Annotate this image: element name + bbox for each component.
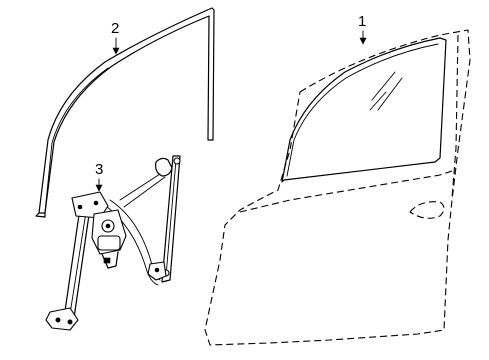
callout-3: 3 bbox=[95, 161, 103, 192]
callout-2: 2 bbox=[111, 20, 120, 55]
callout-1: 1 bbox=[358, 13, 367, 45]
regulator-motor bbox=[91, 209, 127, 269]
door-glass[interactable] bbox=[281, 37, 447, 183]
glass-run-channel[interactable] bbox=[35, 7, 215, 218]
window-regulator-assembly[interactable] bbox=[45, 155, 181, 331]
door-outline bbox=[204, 29, 471, 346]
callout-3-label: 3 bbox=[95, 161, 103, 178]
callout-1-label: 1 bbox=[358, 13, 366, 30]
callout-2-label: 2 bbox=[111, 20, 119, 37]
